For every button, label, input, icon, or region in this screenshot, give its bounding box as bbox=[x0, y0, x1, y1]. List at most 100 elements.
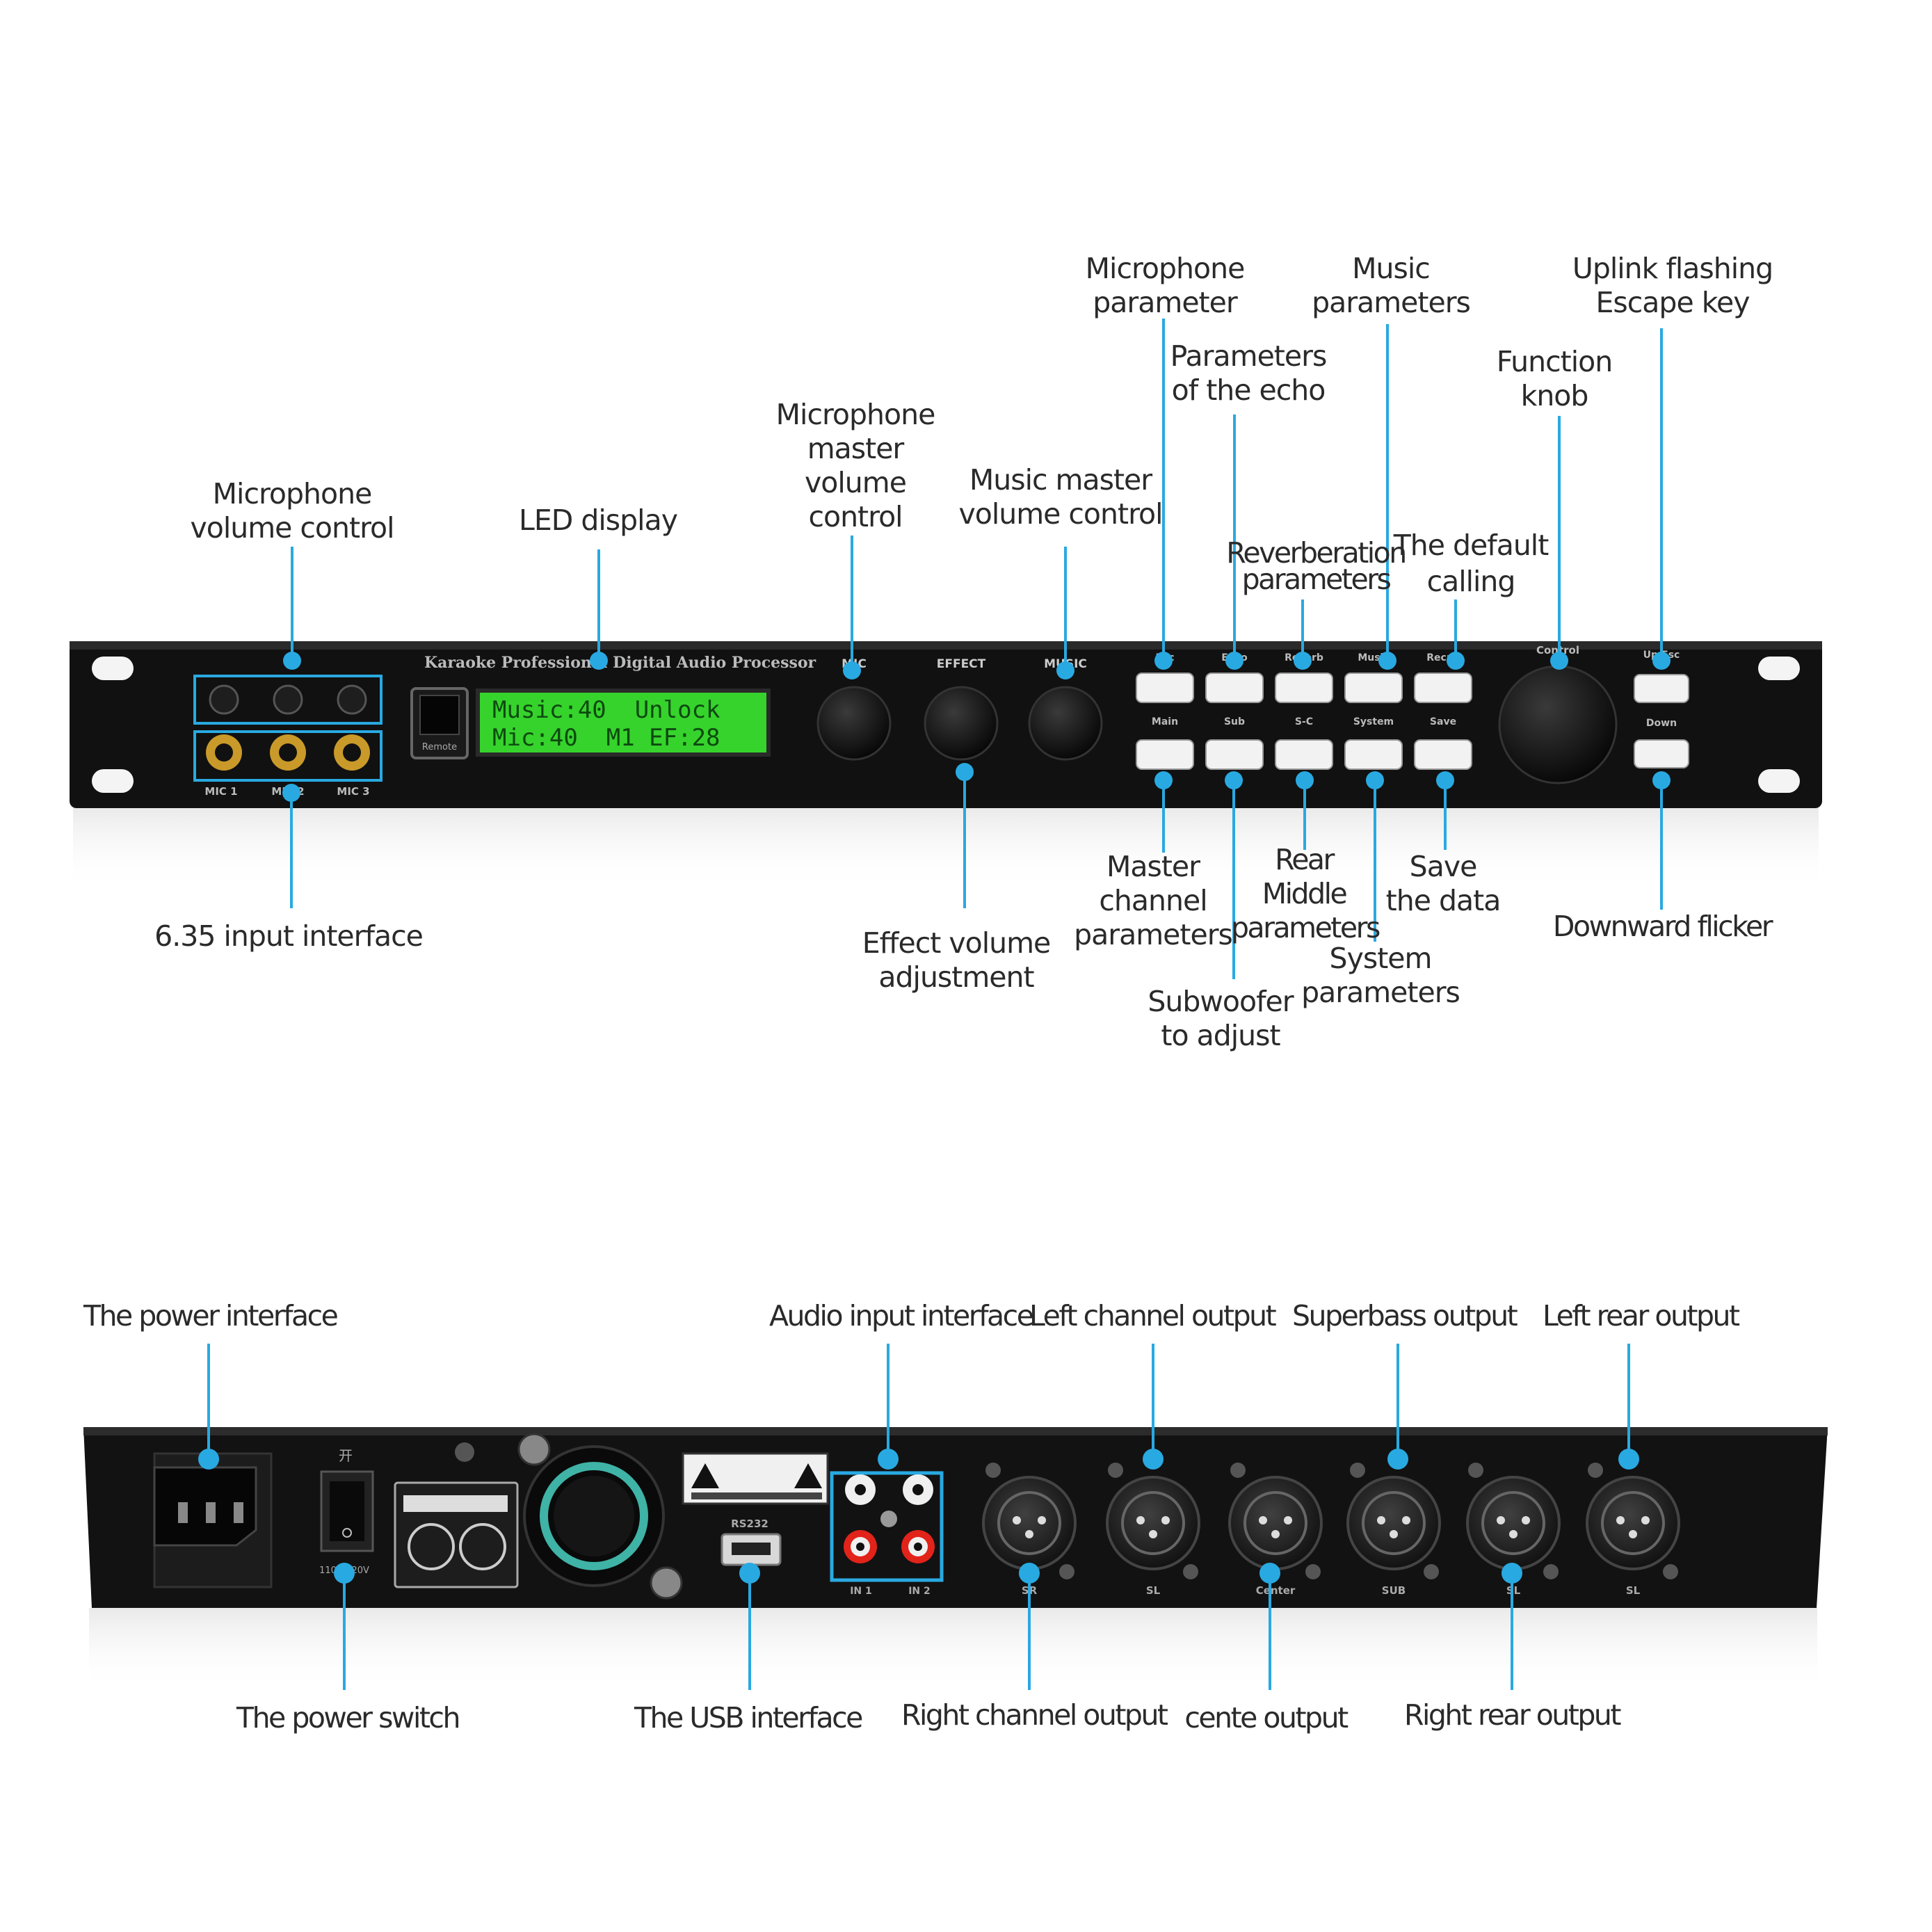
button-label: Down bbox=[1646, 718, 1677, 729]
xlr-output-sl[interactable] bbox=[1586, 1476, 1680, 1570]
callout-dot bbox=[1225, 771, 1243, 789]
save-button[interactable] bbox=[1414, 739, 1472, 770]
effect-knob[interactable] bbox=[924, 686, 999, 761]
rear-reflection bbox=[89, 1608, 1817, 1691]
callout-dot bbox=[1056, 661, 1074, 679]
mic-volume-highlight bbox=[193, 675, 383, 725]
screw bbox=[650, 1566, 683, 1600]
knob-label: EFFECT bbox=[937, 657, 986, 671]
main-button[interactable] bbox=[1136, 739, 1194, 770]
xlr-output-sr[interactable] bbox=[982, 1476, 1077, 1570]
brand-text: Karaoke Professional Digital Audio Proce… bbox=[424, 654, 816, 672]
down-button[interactable] bbox=[1634, 739, 1689, 768]
xlr-output-center[interactable] bbox=[1228, 1476, 1323, 1570]
echo-button[interactable] bbox=[1205, 673, 1264, 703]
input-label: IN 1 bbox=[850, 1586, 872, 1597]
lcd-line-2: Mic:40 M1 EF:28 bbox=[492, 724, 721, 752]
callout-dot bbox=[1447, 652, 1465, 670]
callout-dot bbox=[198, 1449, 219, 1470]
reverb-button[interactable] bbox=[1275, 673, 1333, 703]
input-635-highlight bbox=[193, 730, 383, 782]
lcd-line-1: Music:40 Unlock bbox=[492, 696, 721, 724]
callout-dot bbox=[590, 652, 608, 670]
mic-param-button[interactable] bbox=[1136, 673, 1194, 703]
rack-hole bbox=[1758, 769, 1800, 793]
switch-label: 开 bbox=[339, 1447, 353, 1464]
output-label: SL bbox=[1626, 1584, 1641, 1597]
mic-volume-knob[interactable] bbox=[273, 684, 303, 715]
callout-dot bbox=[1259, 1563, 1280, 1584]
callout-dot bbox=[334, 1563, 355, 1584]
button-label: S-C bbox=[1295, 716, 1313, 727]
system-button[interactable] bbox=[1344, 739, 1403, 770]
xlr-outputs: SR SL Center SUB SL SL bbox=[982, 1463, 1680, 1597]
button-label: Save bbox=[1430, 716, 1456, 727]
remote-label: Remote bbox=[422, 742, 457, 752]
up-escape-button[interactable] bbox=[1634, 674, 1689, 703]
callout-dot bbox=[739, 1563, 760, 1584]
button-label: Main bbox=[1152, 716, 1178, 727]
output-label: Center bbox=[1256, 1584, 1296, 1597]
usb-label: RS232 bbox=[731, 1518, 768, 1530]
callout-dot bbox=[843, 661, 861, 679]
callout-dot bbox=[1366, 771, 1384, 789]
label-input-635: 6.35 input interface bbox=[154, 919, 424, 953]
xlr-output-sr-rear[interactable] bbox=[1466, 1476, 1561, 1570]
callout-dot bbox=[1154, 652, 1173, 670]
sc-button[interactable] bbox=[1275, 739, 1333, 770]
mic-jack-label: MIC 3 bbox=[337, 785, 369, 798]
mic-volume-knob[interactable] bbox=[209, 684, 239, 715]
xlr-output-sub[interactable] bbox=[1346, 1476, 1441, 1570]
label-power-switch: The power switch bbox=[236, 1701, 460, 1734]
screw bbox=[517, 1433, 551, 1466]
callout-dot bbox=[1143, 1449, 1164, 1470]
music-master-knob[interactable] bbox=[1028, 686, 1103, 761]
label-downward: Downward flicker bbox=[1552, 910, 1773, 943]
rack-hole bbox=[92, 769, 134, 793]
mic-master-knob[interactable] bbox=[816, 686, 892, 761]
label-center: cente output bbox=[1184, 1701, 1349, 1734]
xlr-output-ml[interactable] bbox=[1106, 1476, 1200, 1570]
audio-input-highlight bbox=[830, 1471, 944, 1582]
label-left-rear: Left rear output bbox=[1543, 1299, 1740, 1333]
music-param-button[interactable] bbox=[1344, 673, 1403, 703]
mic-jack-label: MIC 1 bbox=[204, 785, 237, 798]
label-right-channel: Right channel output bbox=[901, 1698, 1168, 1732]
mic-volume-knob[interactable] bbox=[337, 684, 367, 715]
sub-button[interactable] bbox=[1205, 739, 1264, 770]
callout-dot bbox=[1019, 1563, 1040, 1584]
callout-dot bbox=[282, 784, 300, 802]
label-audio-input: Audio input interface bbox=[769, 1299, 1034, 1333]
recall-button[interactable] bbox=[1414, 673, 1472, 703]
callout-dot bbox=[1225, 652, 1243, 670]
power-inlet[interactable] bbox=[153, 1466, 257, 1547]
label-right-rear: Right rear output bbox=[1404, 1698, 1621, 1732]
callout-dot bbox=[1378, 652, 1396, 670]
label-left-channel: Left channel output bbox=[1029, 1299, 1277, 1333]
label-power-interface: The power interface bbox=[83, 1299, 339, 1333]
function-knob[interactable] bbox=[1498, 665, 1618, 784]
button-label: Sub bbox=[1224, 716, 1245, 727]
callout-dot bbox=[1502, 1563, 1522, 1584]
front-chassis-highlight bbox=[70, 641, 1822, 650]
front-panel: MIC 1 MIC 2 MIC 3 Karaoke Professional D… bbox=[70, 641, 1822, 890]
callout-dot bbox=[1550, 652, 1568, 670]
callout-dot bbox=[1618, 1449, 1639, 1470]
rack-hole bbox=[1758, 657, 1800, 680]
front-callouts bbox=[282, 319, 1671, 979]
callout-dot bbox=[1436, 771, 1454, 789]
